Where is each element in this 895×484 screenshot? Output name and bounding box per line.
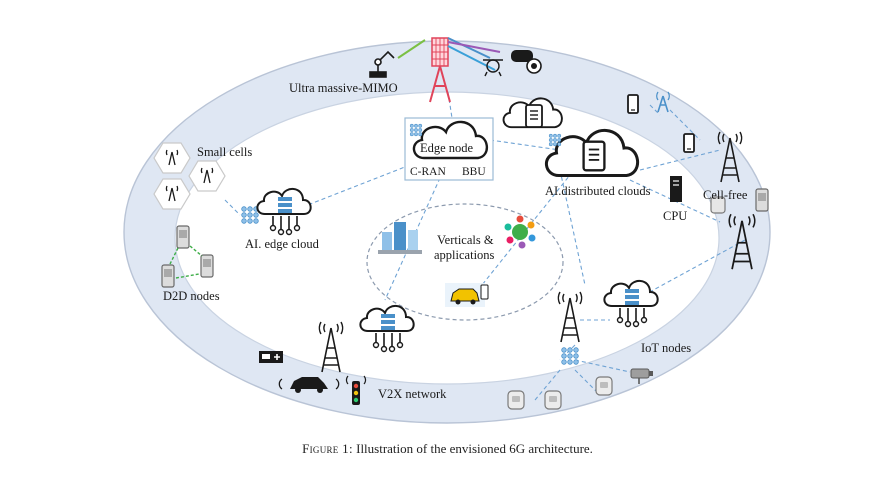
- ultra-mimo-mast: [397, 37, 501, 103]
- vr-headset-icon: [511, 50, 542, 74]
- ambulance-icon: [259, 351, 283, 363]
- city-buildings-icon: [378, 222, 422, 254]
- ultra-mimo-label: Ultra massive-MIMO: [289, 81, 398, 95]
- server-icon: [582, 140, 606, 172]
- phone-icon: [161, 264, 175, 288]
- edge-node-label: Edge node: [420, 141, 474, 155]
- figure-caption: Figure 1: Illustration of the envisioned…: [0, 441, 895, 457]
- verticals-label-line1: Verticals &: [437, 233, 494, 247]
- phone-icon: [755, 188, 769, 212]
- ai-node-icon: [561, 347, 579, 365]
- traffic-light-icon: [345, 375, 367, 405]
- ai-node-icon: [409, 123, 423, 137]
- verticals-label-line2: applications: [434, 248, 495, 262]
- caption-text: Illustration of the envisioned 6G archit…: [352, 441, 593, 456]
- edge-node: Edge node C-RAN BBU: [404, 117, 494, 181]
- cran-label: C-RAN: [410, 166, 446, 178]
- iot-sensor-icon: [595, 376, 613, 396]
- caption-prefix: Figure 1:: [302, 441, 353, 456]
- d2d-nodes-label: D2D nodes: [163, 289, 220, 303]
- ai-node-icon: [241, 206, 259, 224]
- phone-icon: [683, 133, 695, 153]
- iot-nodes-label: IoT nodes: [641, 341, 691, 355]
- bbu-label: BBU: [462, 166, 486, 178]
- ai-distributed-clouds-label: AI.distributed clouds: [545, 184, 651, 198]
- cell-free-label: Cell-free: [703, 188, 748, 202]
- d2d-nodes: [161, 225, 214, 288]
- cpu-tower-icon: [670, 176, 682, 202]
- access-point-icon: [656, 91, 670, 113]
- small-cells-label: Small cells: [197, 145, 252, 159]
- security-camera-icon: [630, 368, 653, 384]
- phone-icon: [176, 225, 190, 249]
- phone-icon: [627, 94, 639, 114]
- cpu-label: CPU: [663, 209, 687, 223]
- v2x-network-label: V2X network: [378, 387, 447, 401]
- drone-icon: [483, 59, 503, 77]
- connected-car-icon: [278, 377, 340, 393]
- iot-sensor-icon: [507, 390, 525, 410]
- ai-node-icon: [548, 133, 562, 147]
- applications-wheel-icon: [504, 215, 536, 249]
- autonomous-car-icon: [445, 283, 489, 307]
- smartwatch-icon: [710, 196, 726, 214]
- ai-edge-cloud-label: AI. edge cloud: [245, 237, 320, 251]
- phone-icon: [200, 254, 214, 278]
- server-icon: [525, 104, 543, 128]
- robot-arm-icon: [369, 50, 395, 78]
- ai-distributed-clouds: AI.distributed clouds: [502, 97, 651, 198]
- iot-sensor-icon: [544, 390, 562, 410]
